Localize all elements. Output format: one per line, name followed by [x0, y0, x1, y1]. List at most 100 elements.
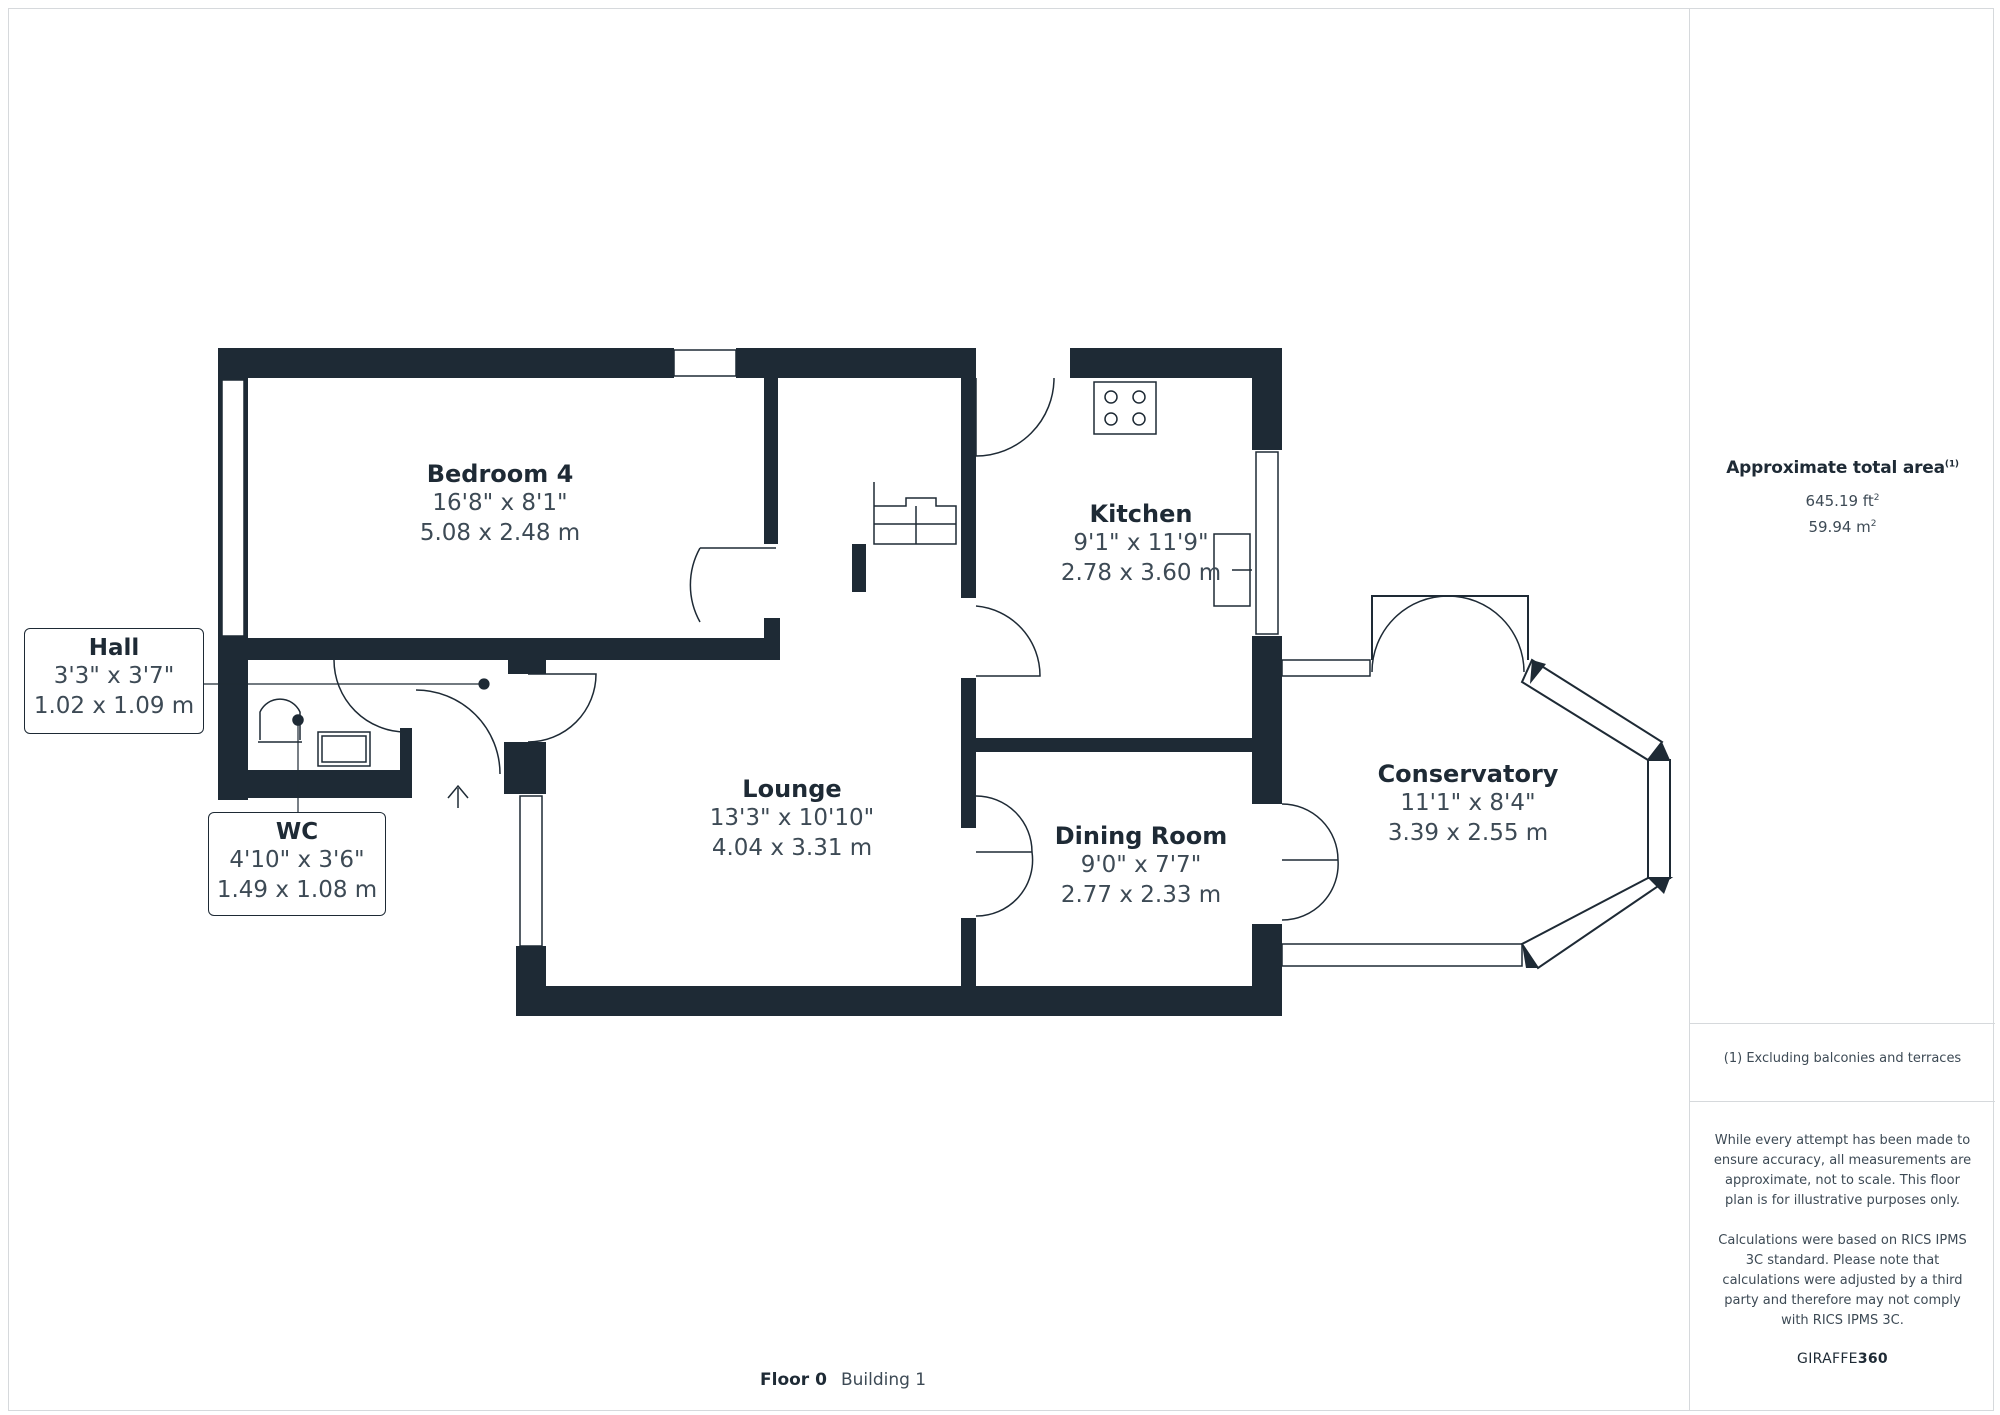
wall [218, 770, 412, 798]
room-metric: 4.04 x 3.31 m [711, 835, 873, 861]
room-imperial: 9'0" x 7'7" [1080, 852, 1202, 878]
door-bedroom [689, 547, 701, 623]
window [1281, 943, 1523, 967]
corner [1648, 742, 1670, 760]
area-metric: 59.94 m2 [1690, 518, 1995, 536]
sink-icon [1213, 533, 1252, 607]
disclaimer-accuracy: While every attempt has been made to ens… [1713, 1133, 1972, 1208]
room-label-bedroom-4: Bedroom 4 16'8" x 8'1" 5.08 x 2.48 m [400, 460, 600, 548]
room-metric: 3.39 x 2.55 m [1387, 820, 1549, 846]
room-name: Lounge [742, 775, 842, 803]
door-kitchen [975, 605, 1041, 677]
footnote: (1) Excluding balconies and terraces [1723, 1051, 1962, 1066]
door-conservatory-french [1371, 595, 1525, 673]
area-imperial-sup: 2 [1873, 493, 1880, 503]
area-metric-value: 59.94 m [1808, 518, 1871, 536]
door-hall [415, 689, 501, 775]
room-label-dining-room: Dining Room 9'0" x 7'7" 2.77 x 2.33 m [1041, 822, 1241, 910]
building-name: Building 1 [840, 1370, 927, 1390]
windows [221, 349, 1523, 967]
room-name: Dining Room [1054, 822, 1228, 850]
window [673, 349, 737, 377]
info-sidebar: Approximate total area(1) 645.19 ft2 59.… [1689, 8, 1995, 1411]
wall [961, 748, 976, 828]
corner [1530, 660, 1546, 684]
disclaimer-calculations: Calculations were based on RICS IPMS 3C … [1718, 1233, 1967, 1328]
room-metric: 1.02 x 1.09 m [33, 693, 195, 719]
room-imperial: 16'8" x 8'1" [432, 490, 568, 516]
hob-icon [1093, 381, 1157, 435]
divider [1690, 1023, 1995, 1024]
bay-window [1520, 877, 1674, 970]
conservatory-bay [1371, 595, 1674, 970]
room-name: Hall [88, 635, 140, 661]
door-dining-double [975, 795, 1034, 917]
door-front [527, 673, 597, 743]
area-heading: Approximate total area(1) [1690, 458, 1995, 478]
wall [1252, 348, 1282, 450]
room-name: Conservatory [1377, 760, 1559, 788]
bay-window [1520, 658, 1664, 762]
room-imperial: 11'1" x 8'4" [1400, 790, 1536, 816]
wall [400, 728, 412, 798]
window [519, 795, 543, 947]
area-imperial: 645.19 ft2 [1690, 492, 1995, 510]
doors [333, 377, 1525, 921]
wall [1252, 752, 1282, 804]
wall [764, 378, 778, 544]
room-metric: 5.08 x 2.48 m [419, 520, 581, 546]
room-imperial: 3'3" x 3'7" [53, 663, 175, 689]
area-heading-text: Approximate total area [1726, 458, 1945, 478]
room-name: WC [275, 819, 319, 845]
room-label-lounge: Lounge 13'3" x 10'10" 4.04 x 3.31 m [692, 775, 892, 863]
room-label-kitchen: Kitchen 9'1" x 11'9" 2.78 x 3.60 m [1041, 500, 1241, 588]
room-name: Kitchen [1089, 500, 1193, 528]
room-label-conservatory: Conservatory 11'1" x 8'4" 3.39 x 2.55 m [1368, 760, 1568, 848]
wall [508, 660, 546, 674]
wall [961, 918, 976, 988]
bay-corners [1522, 660, 1670, 968]
disclaimer: While every attempt has been made to ens… [1712, 1131, 1973, 1351]
window [1255, 451, 1279, 635]
door-wc [333, 659, 407, 733]
wall [976, 738, 1252, 752]
brand-prefix: GIRAFFE [1797, 1351, 1858, 1367]
callout-wc: WC 4'10" x 3'6" 1.49 x 1.08 m [208, 812, 386, 916]
room-imperial: 9'1" x 11'9" [1073, 530, 1209, 556]
wall [218, 348, 674, 378]
corner [1648, 878, 1670, 894]
floor-name: Floor 0 [760, 1370, 827, 1390]
area-summary: Approximate total area(1) 645.19 ft2 59.… [1690, 458, 1995, 536]
page-frame [8, 8, 1994, 1411]
basin-icon [317, 731, 371, 767]
wall [516, 986, 1282, 1016]
floor-caption: Floor 0 Building 1 [760, 1370, 960, 1390]
wall [1070, 348, 1282, 378]
brand-logo: GIRAFFE360 [1690, 1351, 1995, 1367]
divider [1690, 1101, 1995, 1102]
wall [736, 348, 976, 378]
wall [516, 946, 546, 1016]
room-metric: 1.49 x 1.08 m [216, 877, 378, 903]
wall [764, 618, 780, 660]
room-name: Bedroom 4 [426, 460, 574, 488]
north-arrow-icon [447, 784, 469, 808]
room-metric: 2.78 x 3.60 m [1060, 560, 1222, 586]
area-imperial-value: 645.19 ft [1805, 492, 1874, 510]
corner [1522, 944, 1538, 968]
room-metric: 2.77 x 2.33 m [1060, 882, 1222, 908]
room-imperial: 13'3" x 10'10" [709, 805, 875, 831]
wall [852, 544, 866, 592]
wall [961, 378, 976, 598]
room-imperial: 4'10" x 3'6" [229, 847, 365, 873]
area-metric-sup: 2 [1870, 519, 1877, 529]
toilet-icon [258, 698, 304, 743]
callout-leaders [200, 678, 490, 812]
conservatory-door-frame [1371, 595, 1529, 660]
window [1281, 659, 1371, 677]
door-kitchen-back [975, 377, 1055, 457]
door-conservatory-double [1281, 803, 1339, 921]
brand-suffix: 360 [1857, 1351, 1888, 1367]
window [221, 379, 245, 637]
